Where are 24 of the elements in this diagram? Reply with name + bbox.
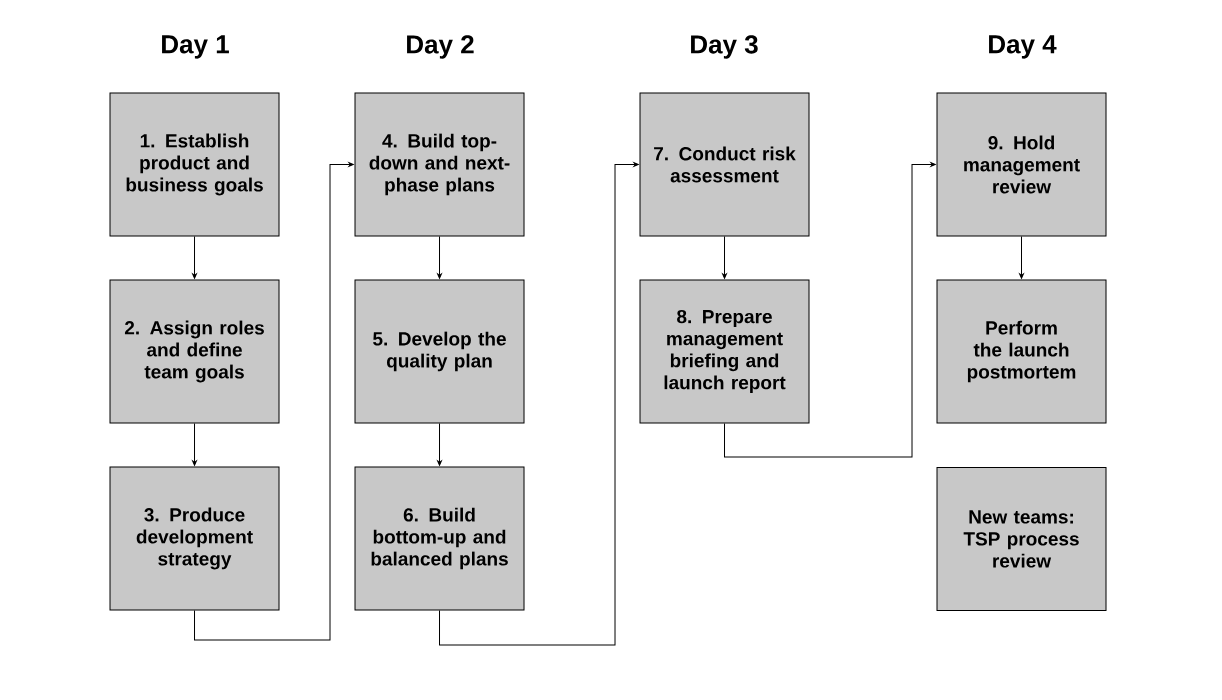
process-box: 1. Establish product and business goals — [109, 92, 280, 237]
process-box: 4. Build top-down and next-phase plans — [354, 92, 525, 237]
process-box: New teams: TSP process review — [936, 467, 1107, 611]
process-box: 5. Develop the quality plan — [354, 279, 525, 424]
process-box: 7. Conduct risk assessment — [639, 92, 810, 237]
day-heading: Day 1 — [162, 35, 229, 59]
process-box: 6. Build bottom-up and balanced plans — [354, 466, 525, 611]
day-heading: Day 3 — [691, 35, 758, 59]
process-box: Perform the launch postmortem — [936, 279, 1107, 424]
arrow — [722, 236, 727, 279]
arrow — [192, 236, 197, 279]
arrow — [437, 236, 442, 279]
arrow — [192, 423, 197, 466]
day-heading: Day 2 — [407, 35, 474, 59]
process-box: 2. Assign roles and define team goals — [109, 279, 280, 424]
arrow — [439, 162, 639, 646]
process-box: 8. Prepare management briefing and launch report — [639, 279, 810, 424]
arrow — [437, 423, 442, 466]
process-box: 9. Hold management review — [936, 92, 1107, 237]
day-heading: Day 4 — [989, 35, 1057, 59]
arrow — [724, 162, 936, 458]
arrow — [194, 162, 354, 641]
process-box: 3. Produce development strategy — [109, 466, 280, 611]
arrow — [1019, 236, 1024, 279]
